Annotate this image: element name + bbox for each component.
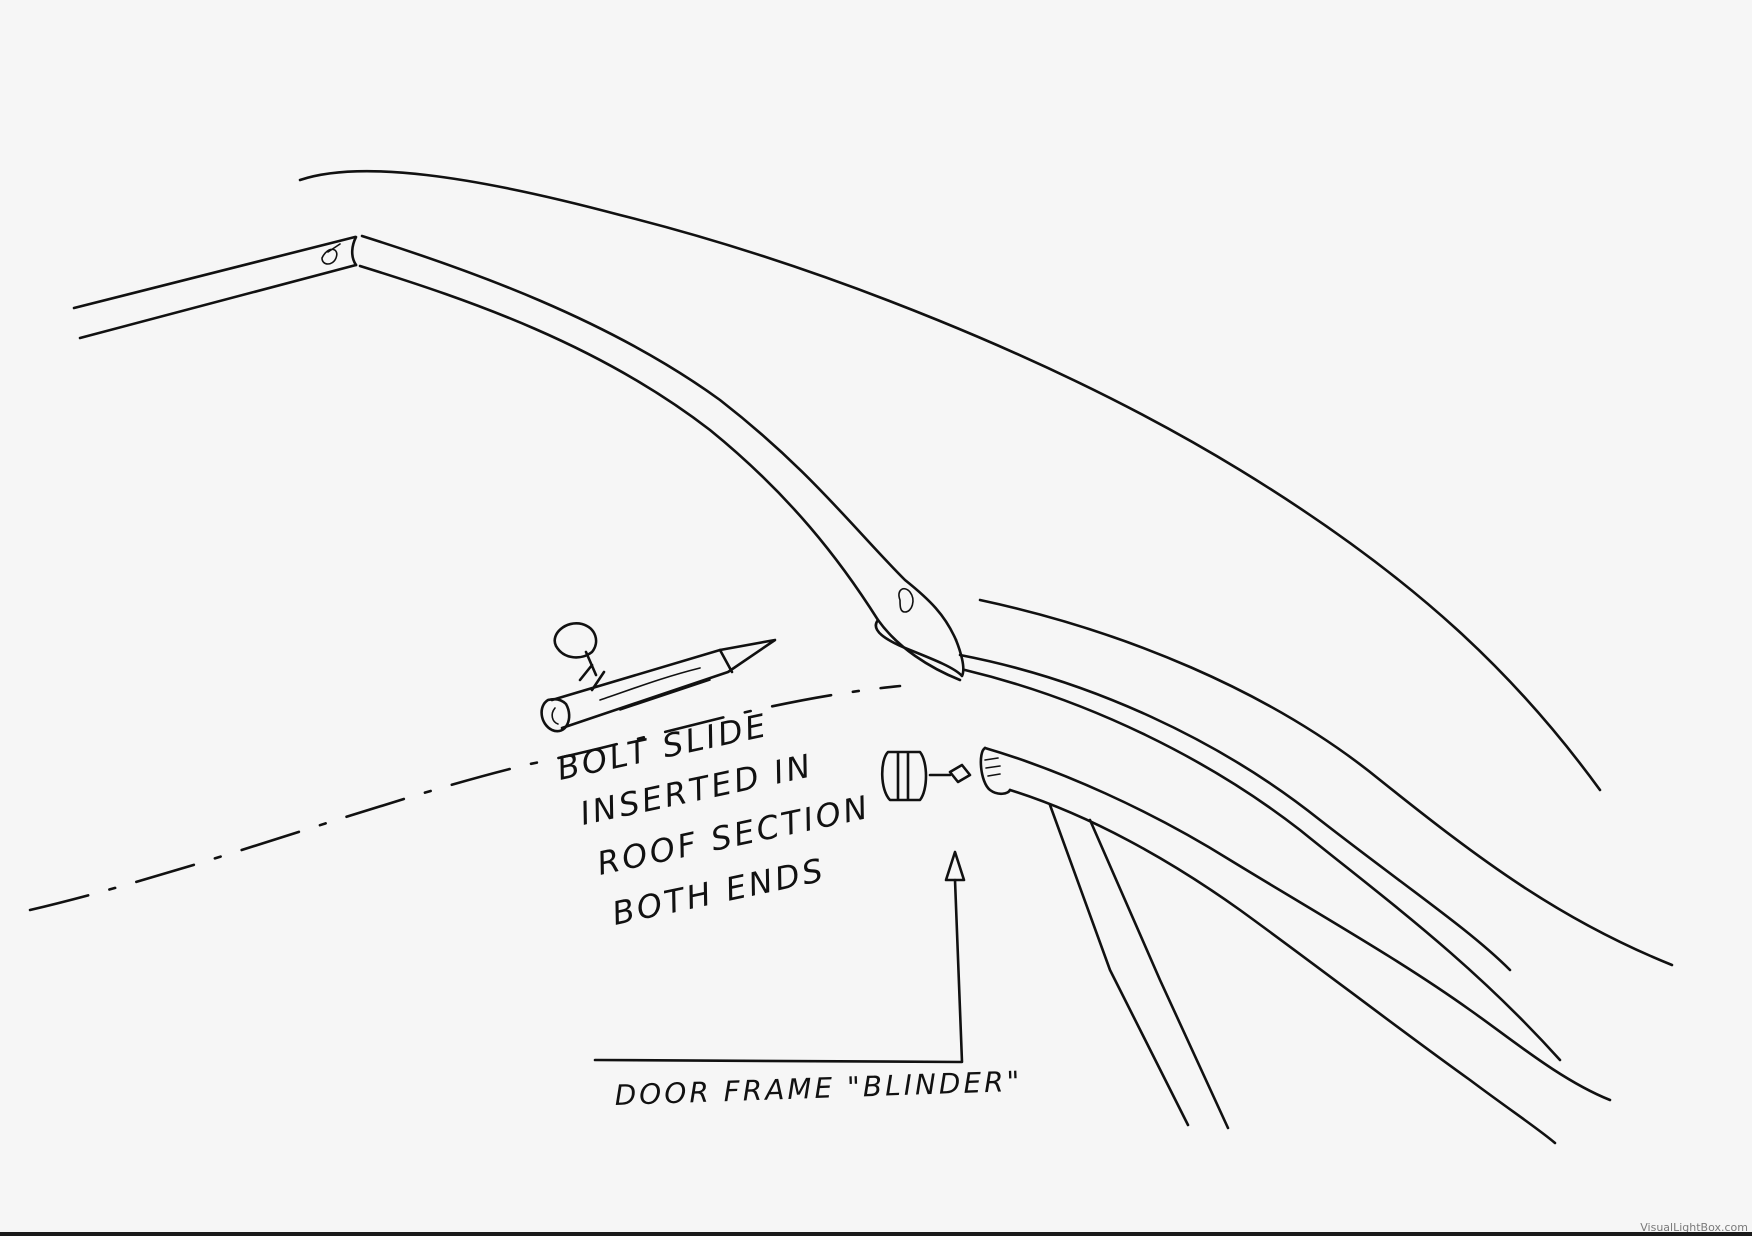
door-frame-bottom xyxy=(1008,788,1557,1145)
label-door-frame-blinder: DOOR FRAME "BLINDER" xyxy=(614,1065,1023,1112)
door-frame-end xyxy=(979,746,1012,796)
roof-rail-lower xyxy=(358,264,962,682)
center-line-dashed xyxy=(28,684,902,912)
post-right xyxy=(1088,818,1230,1130)
roof-rail-upper xyxy=(360,234,958,642)
bolt-slide-drawing xyxy=(540,622,777,733)
pointer-leader xyxy=(593,878,964,1064)
roof-bar-joint xyxy=(350,235,358,267)
post-left xyxy=(1048,803,1190,1127)
blinder-arrow-head xyxy=(928,763,972,784)
side-member-top xyxy=(978,598,1674,967)
roof-bar-left-lower xyxy=(78,263,358,340)
side-member-inner xyxy=(958,653,1512,972)
blinder-plug xyxy=(880,750,928,802)
door-frame-end-teeth xyxy=(984,757,1001,777)
joint-bolt-left xyxy=(321,243,341,265)
scan-edge xyxy=(0,1232,1752,1236)
roof-bar-left-upper xyxy=(72,235,357,310)
watermark: VisualLightBox.com xyxy=(1640,1221,1748,1234)
rail-end-bolt xyxy=(898,588,914,613)
roof-outer-arc xyxy=(298,169,1602,792)
pointer-arrow-head xyxy=(944,850,966,882)
side-member-lower-a xyxy=(963,668,1562,1062)
door-frame-top xyxy=(983,746,1612,1102)
roof-rail-end-cap xyxy=(874,618,965,678)
